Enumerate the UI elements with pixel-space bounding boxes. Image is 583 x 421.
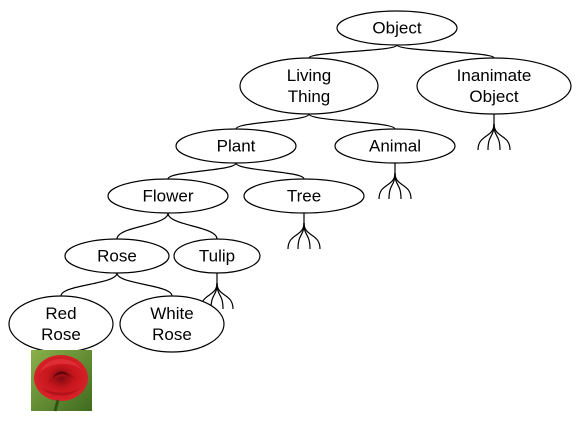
node-flower: Flower [107,178,229,214]
node-plant-ellipse [175,128,297,164]
node-white-rose-ellipse [119,295,225,353]
node-tulip-label-line-1: Tulip [199,246,235,265]
node-inanimate-object-label-line-2: Object [469,87,518,106]
edges-layer [60,44,495,297]
node-tree-label-line-1: Tree [287,186,321,205]
node-flower-ellipse [107,178,229,214]
unexpanded-branches-layer [200,114,511,310]
node-red-rose-label-line-1: Red [45,304,76,323]
edge-flower-to-rose [116,212,169,240]
node-object: Object [336,10,458,46]
edge-living-thing-to-animal [308,113,396,130]
node-tulip: Tulip [173,238,261,274]
node-rose-label-line-1: Rose [97,246,137,265]
node-rose: Rose [64,238,170,274]
node-tree-ellipse [243,178,365,214]
node-red-rose-label-line-2: Rose [41,325,81,344]
edge-rose-to-white-rose [116,272,173,297]
node-plant-label-line-1: Plant [217,136,256,155]
edge-plant-to-flower [167,162,237,180]
edge-rose-to-red-rose [60,272,118,297]
node-animal-label-line-1: Animal [369,136,421,155]
tree-branches-icon [287,213,321,250]
node-flower-label-line-1: Flower [142,186,193,205]
node-plant: Plant [175,128,297,164]
node-living-thing-ellipse [239,57,379,115]
edge-object-to-inanimate-object [396,44,495,59]
edge-plant-to-tree [235,162,305,180]
node-inanimate-object-ellipse [416,57,572,115]
node-tulip-ellipse [173,238,261,274]
edge-living-thing-to-plant [235,113,310,130]
node-animal-ellipse [334,128,456,164]
node-inanimate-object-label-line-1: Inanimate [457,66,532,85]
node-object-ellipse [336,10,458,46]
red-rose-photo [31,350,92,412]
node-white-rose-label-line-1: White [150,304,193,323]
inanimate-object-branches-icon [477,114,511,151]
node-white-rose-label-line-2: Rose [152,325,192,344]
edge-flower-to-tulip [167,212,218,240]
node-living-thing-label-line-2: Thing [288,87,331,106]
animal-branches-icon [378,163,412,200]
node-living-thing-label-line-1: Living [287,66,331,85]
node-object-label-line-1: Object [372,18,421,37]
node-tree: Tree [243,178,365,214]
node-animal: Animal [334,128,456,164]
node-rose-ellipse [64,238,170,274]
edge-object-to-living-thing [308,44,398,59]
